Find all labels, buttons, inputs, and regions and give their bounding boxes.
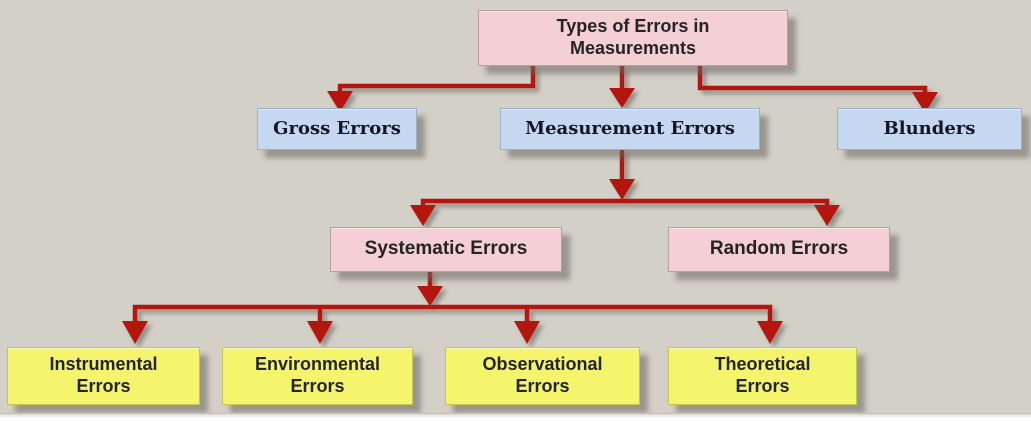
- node-theoretical-errors: Theoretical Errors: [668, 347, 857, 405]
- node-environmental-errors: Environmental Errors: [222, 347, 413, 405]
- node-instrumental-errors: Instrumental Errors: [7, 347, 200, 405]
- node-label-line: Measurements: [569, 38, 697, 58]
- node-blunders: Blunders: [837, 108, 1022, 150]
- arrow-split-to-systematic-errors: [410, 205, 436, 226]
- node-label: Gross Errors: [273, 118, 401, 140]
- split-bar-measurement: [420, 198, 830, 206]
- arrow-measurement-to-split: [609, 150, 635, 200]
- node-label-line: Errors: [735, 376, 790, 396]
- split-bar-systematic: [132, 304, 773, 322]
- node-label-line: Errors: [76, 376, 131, 396]
- node-label: Blunders: [883, 118, 976, 140]
- node-label-line: Types of Errors in: [556, 16, 710, 37]
- arrow-systematic-to-split: [417, 272, 443, 306]
- arrow-split-to-random-errors: [814, 205, 840, 226]
- arrow-split-to-instrumental-errors: [122, 321, 148, 344]
- node-label-line: Environmental: [254, 354, 381, 375]
- node-label-line: Errors: [290, 376, 345, 396]
- arrow-split-to-environmental-errors: [307, 321, 333, 344]
- node-label-line: Observational: [482, 354, 603, 375]
- node-label: Systematic Errors: [364, 238, 528, 260]
- arrow-root-to-measurement-errors: [609, 66, 635, 108]
- node-label: Measurement Errors: [525, 118, 735, 140]
- node-measurement-errors: Measurement Errors: [500, 108, 760, 150]
- node-types-of-errors: Types of Errors in Measurements: [478, 10, 788, 66]
- node-gross-errors: Gross Errors: [257, 108, 417, 150]
- page-bottom-edge: [0, 413, 1031, 421]
- node-systematic-errors: Systematic Errors: [330, 227, 562, 272]
- arrow-root-to-blunders: [697, 66, 938, 113]
- node-label-line: Theoretical: [714, 354, 811, 375]
- node-random-errors: Random Errors: [668, 227, 890, 272]
- arrow-split-to-theoretical-errors: [757, 321, 783, 344]
- node-label-line: Errors: [515, 376, 570, 396]
- node-label: Random Errors: [709, 238, 849, 260]
- arrow-root-to-gross-errors: [327, 66, 536, 112]
- node-label-line: Instrumental: [49, 354, 158, 375]
- node-observational-errors: Observational Errors: [445, 347, 640, 405]
- arrow-split-to-observational-errors: [514, 321, 540, 344]
